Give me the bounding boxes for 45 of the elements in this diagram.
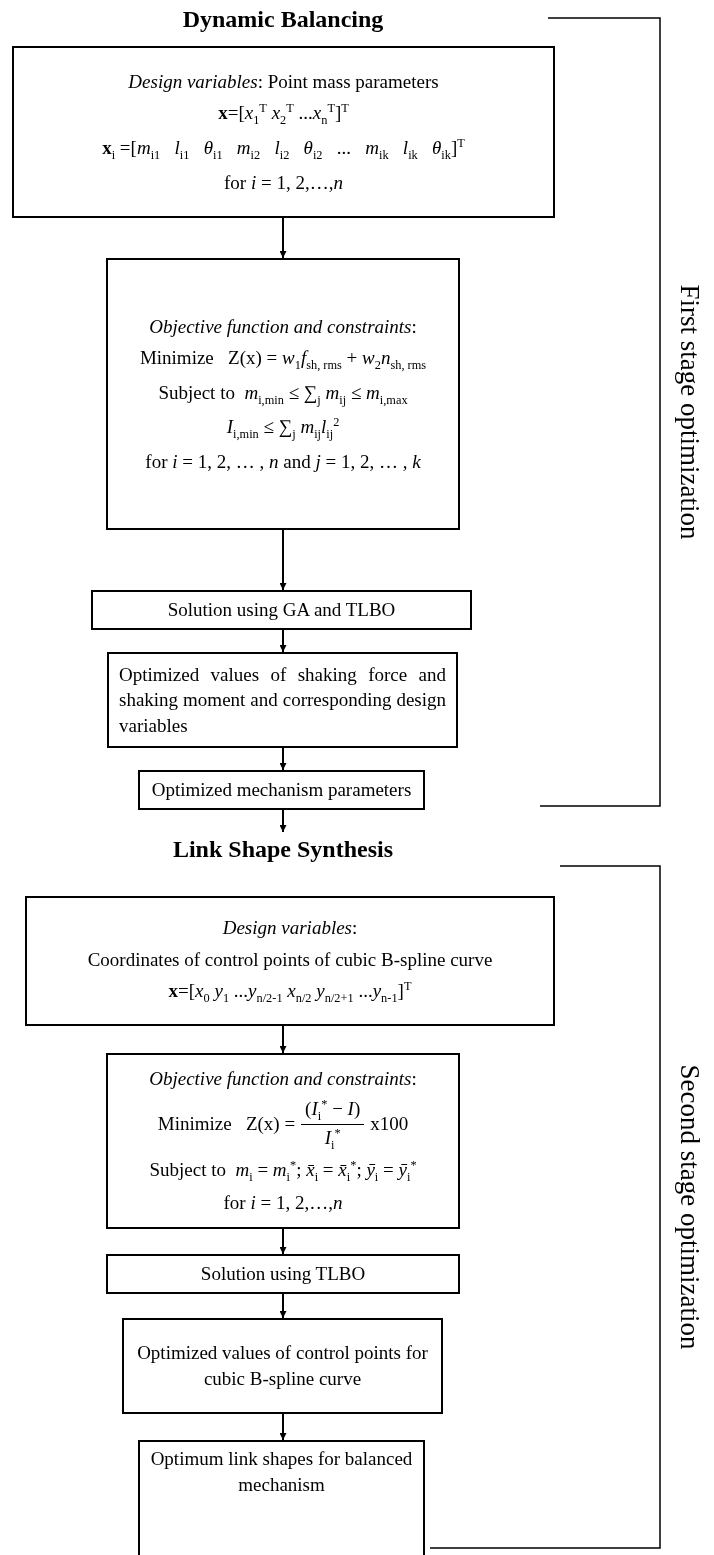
node-text: x100	[370, 1112, 409, 1137]
node-text: x=[x$_{0}$ y$_{1}$ ...y$_{n/2-1}$ x$_{n/2}$ y$_{n/2+1}$ ...y$_{n-1}$]$^{T}$	[168, 978, 412, 1008]
fraction-numerator: (I$_{i}$$^{*}$ − I)	[301, 1095, 365, 1126]
node-text: for i = 1, 2,…,n	[224, 170, 343, 195]
process-box	[106, 258, 460, 530]
process-box	[91, 590, 472, 630]
arrow	[279, 809, 287, 833]
stage-label: Second stage optimization	[676, 1064, 703, 1350]
node-text: Optimized values of shaking force and shaking moment and corresponding design variables	[119, 662, 446, 738]
node-text: Objective function and constraints:	[149, 314, 417, 339]
node-text: for i = 1, 2, … , n and j = 1, 2, … , k	[145, 449, 421, 474]
process-box	[138, 770, 425, 810]
node-text: Coordinates of control points of cubic B-spline curve	[87, 947, 493, 972]
process-box	[25, 896, 555, 1026]
node-text: Minimize Z(x) = w$_{1}$f$_{sh, rms}$ + w$_{2}$n$_{sh, rms}$	[139, 346, 427, 374]
process-box	[107, 652, 458, 748]
node-text: Optimum link shapes for balanced mechanism	[150, 1447, 413, 1497]
process-box	[106, 1053, 460, 1229]
section-heading: Link Shape Synthesis	[172, 834, 394, 864]
node-text: Optimized values of control points for cubic B-spline curve	[136, 1341, 429, 1391]
node-text: Minimize Z(x) =	[157, 1112, 296, 1137]
node-text: x$_{i}$ =[m$_{i1}$ l$_{i1}$ θ$_{i1}$ m$_{i2}$ l$_{i2}$ θ$_{i2}$ ... m$_{ik}$ l$_{ik}$ θ$_{ik}$]$^{T}$	[102, 135, 465, 164]
node-text: for i = 1, 2,…,n	[223, 1191, 343, 1216]
node-text: x=[x$_{1}$$^{T}$ x$_{2}$$^{T}$ ...x$_{n}$$^{T}$]$^{T}$	[218, 100, 349, 129]
node-text: Objective function and constraints:	[149, 1067, 417, 1092]
node-text: Design variables:	[222, 915, 358, 940]
arrow	[279, 629, 287, 653]
arrow	[279, 747, 287, 771]
arrow	[279, 529, 287, 591]
process-box	[106, 1254, 460, 1294]
arrow	[279, 1025, 287, 1054]
arrow	[279, 217, 287, 259]
process-box	[12, 46, 555, 218]
arrow	[279, 1413, 287, 1441]
node-text: Solution using TLBO	[200, 1262, 366, 1287]
section-heading: Dynamic Balancing	[182, 4, 384, 34]
stage-label: First stage optimization	[676, 284, 703, 540]
node-text: Subject to m$_{i,min}$ ≤ ∑$_{j}$ m$_{ij}$ ≤ m$_{i,max}$	[158, 380, 408, 409]
node-text: Solution using GA and TLBO	[167, 598, 396, 623]
node-text: Design variables: Point mass parameters	[128, 69, 439, 94]
arrow	[279, 1293, 287, 1319]
process-box	[138, 1440, 425, 1555]
process-box	[122, 1318, 443, 1414]
node-text: Optimized mechanism parameters	[151, 778, 412, 803]
arrow	[279, 1228, 287, 1255]
